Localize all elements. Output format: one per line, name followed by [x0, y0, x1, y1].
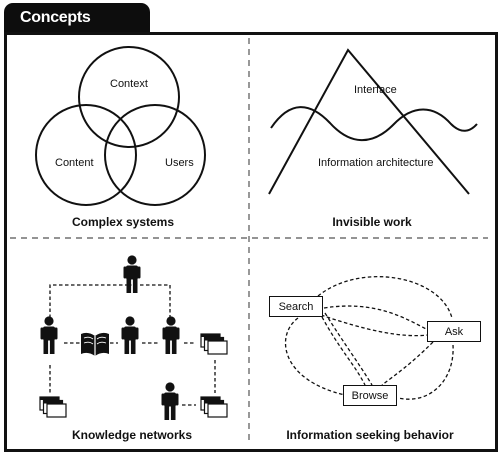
person-icon: [123, 255, 141, 293]
context-label: Context: [110, 78, 148, 90]
panel-dividers: [10, 38, 488, 443]
search-node: Search: [269, 296, 323, 317]
context-circle: [78, 46, 180, 148]
browse-node: Browse: [343, 385, 397, 406]
users-circle: [104, 104, 206, 206]
content-label: Content: [55, 157, 94, 169]
iceberg-diagram: [268, 48, 478, 195]
person-icon: [40, 316, 58, 354]
water-line: [270, 106, 478, 142]
book-icon: [81, 332, 109, 356]
complex-systems-caption: Complex systems: [71, 215, 175, 229]
interface-label: Interface: [354, 84, 397, 96]
invisible-work-caption: Invisible work: [332, 215, 412, 229]
ask-node: Ask: [427, 321, 481, 342]
person-icon: [161, 382, 179, 420]
person-icon: [162, 316, 180, 354]
browse-node-label: Browse: [351, 389, 389, 402]
documents-icon: [200, 333, 228, 355]
title-tab: Concepts: [4, 3, 150, 33]
documents-icon: [39, 396, 67, 418]
iceberg-outline: [268, 48, 470, 195]
information-architecture-label: Information architecture: [318, 157, 434, 169]
documents-icon: [200, 396, 228, 418]
person-icon: [121, 316, 139, 354]
knowledge-network-links: [49, 284, 216, 406]
venn-diagram: [35, 46, 206, 206]
content-circle: [35, 104, 137, 206]
seeking-paths: [284, 276, 454, 400]
page-title: Concepts: [20, 9, 91, 26]
figure-frame: [4, 32, 498, 452]
knowledge-networks-caption: Knowledge networks: [71, 428, 193, 442]
users-label: Users: [165, 157, 194, 169]
ask-node-label: Ask: [444, 325, 464, 338]
information-seeking-caption: Information seeking behavior: [286, 428, 454, 442]
search-node-label: Search: [278, 300, 314, 313]
